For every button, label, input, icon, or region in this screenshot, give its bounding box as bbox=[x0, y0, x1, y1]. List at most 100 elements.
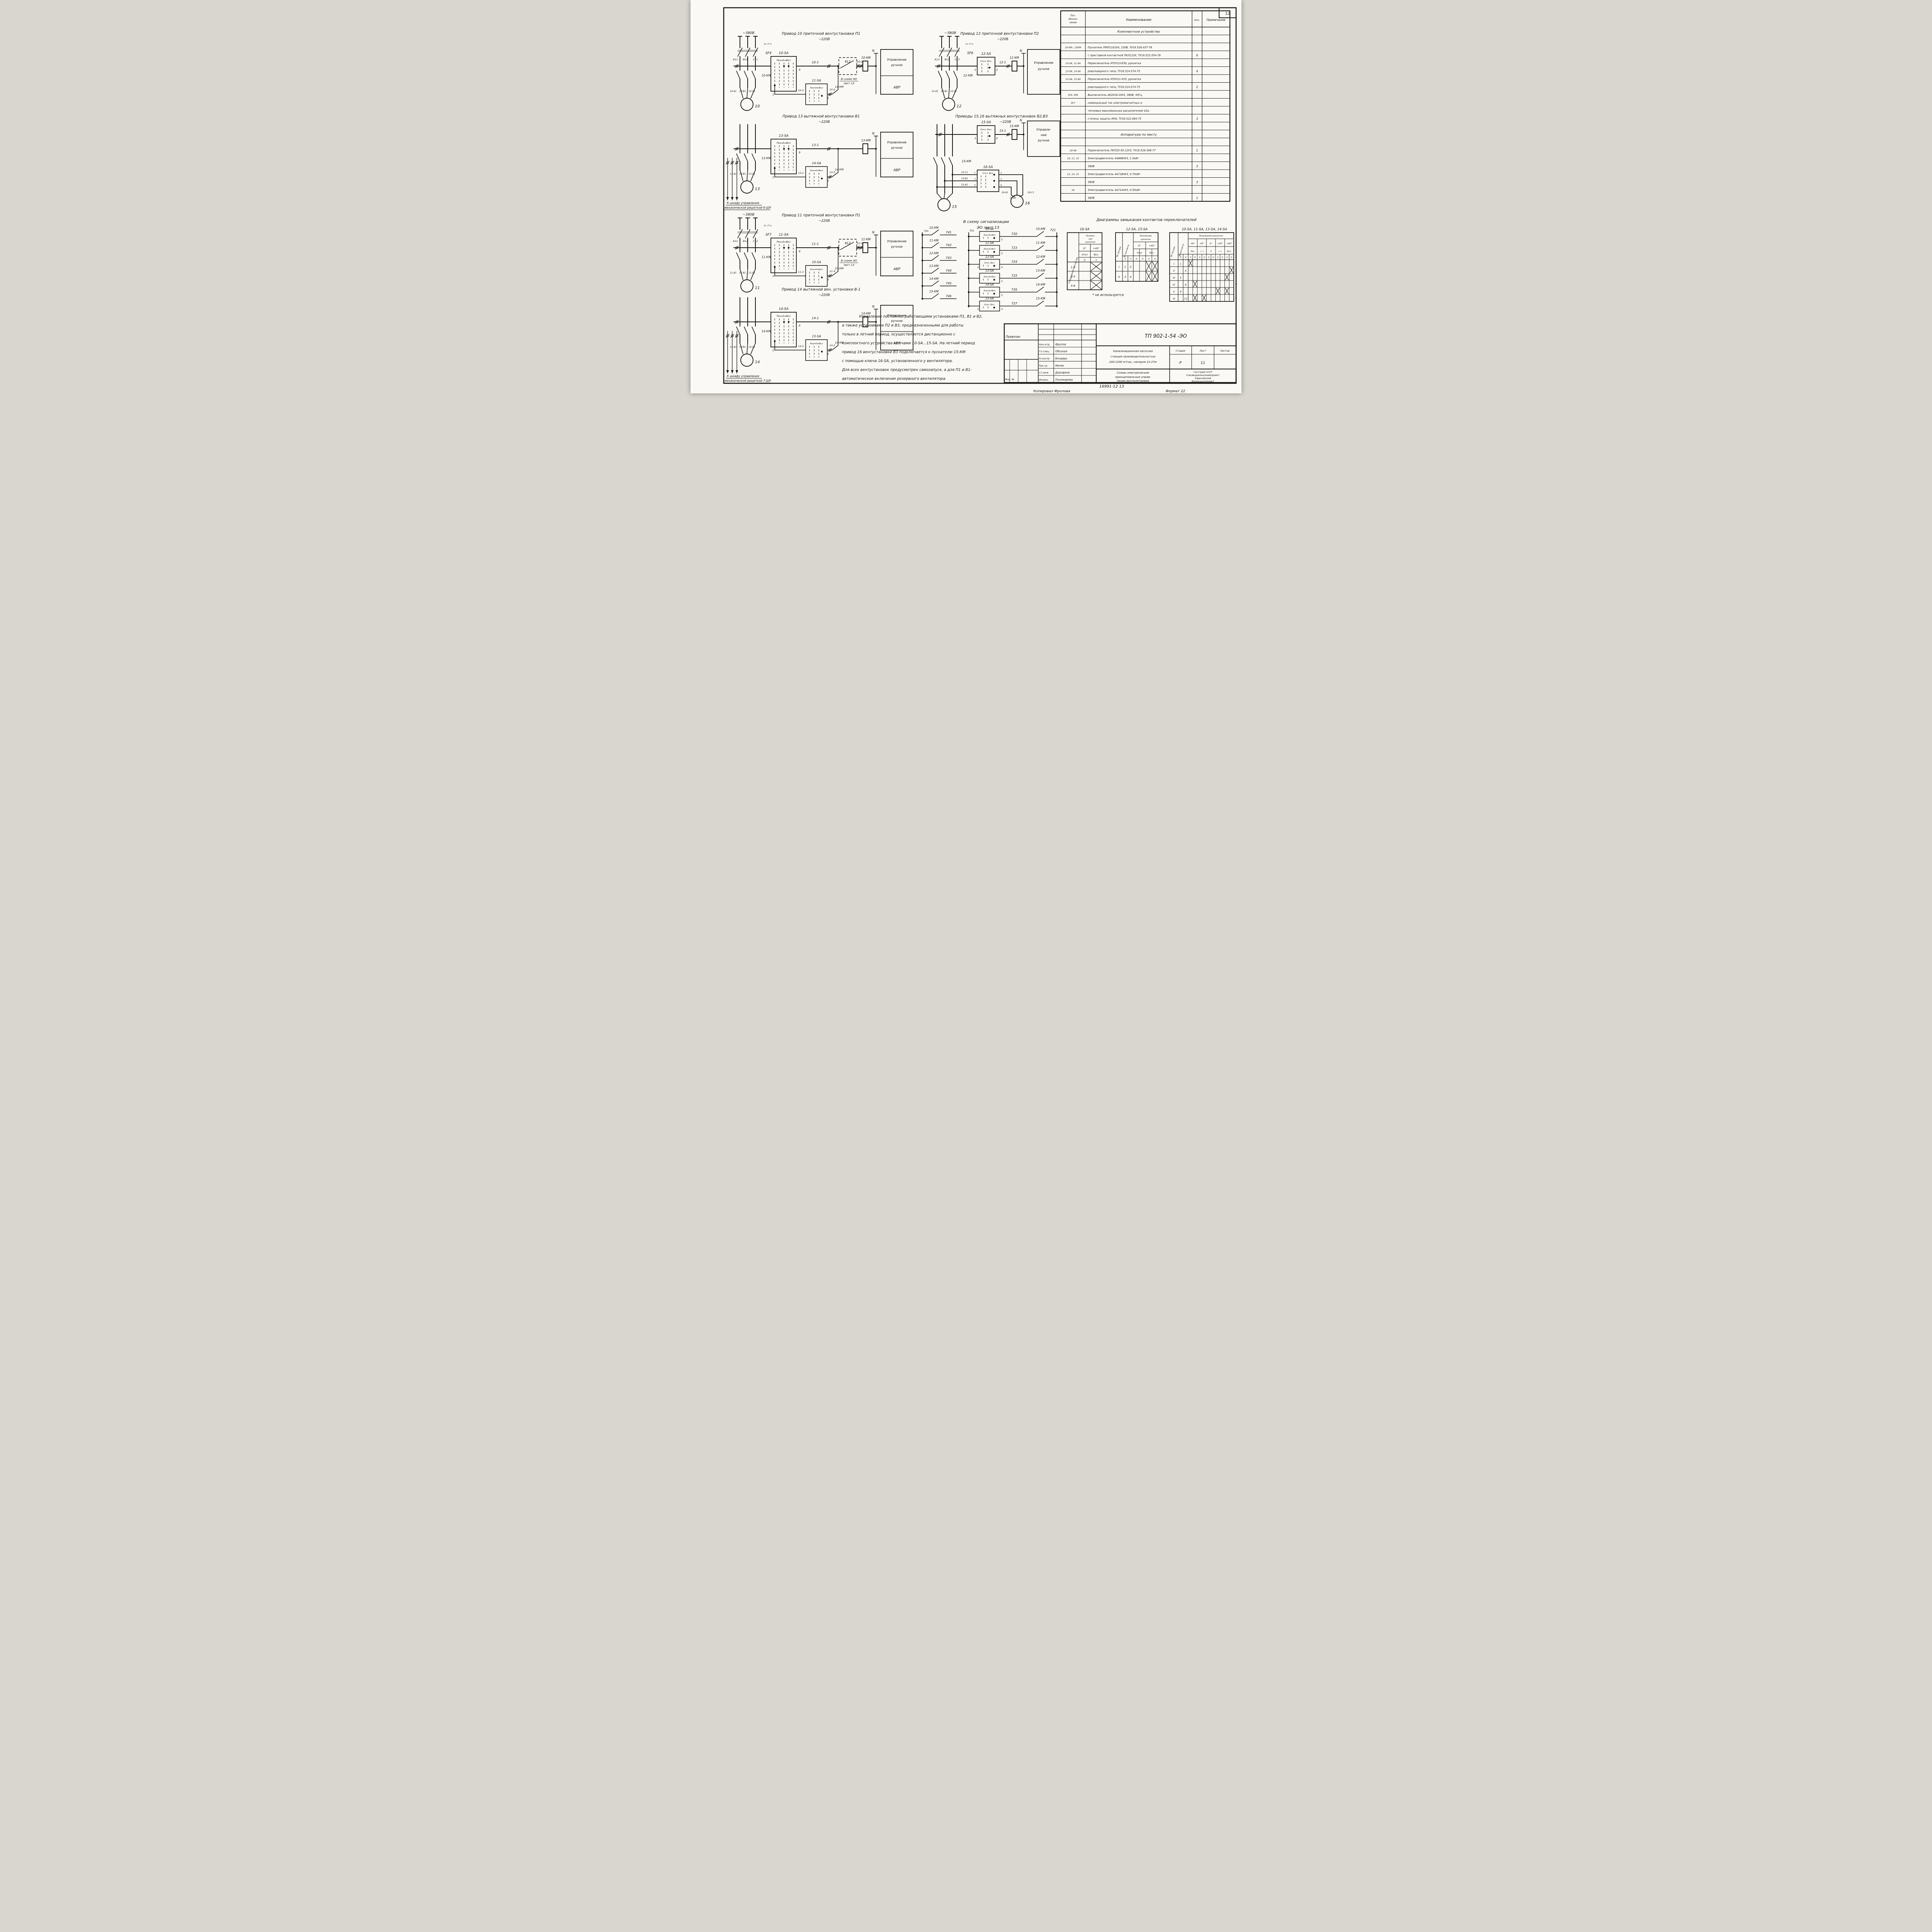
wire-label: 12-В1 bbox=[941, 90, 947, 93]
contact-blade bbox=[752, 153, 756, 162]
reference-note: лист 13 bbox=[843, 82, 854, 85]
destination-note: механической решеткой 6-ШУ bbox=[724, 206, 771, 209]
block-title: Привод 12 приточной вентустановки П2 bbox=[960, 32, 1039, 36]
lead bbox=[750, 87, 756, 99]
breaker-pole bbox=[745, 48, 750, 57]
contact-blade bbox=[941, 157, 945, 166]
paragraph-line: Управление постоянно работающими установ… bbox=[859, 315, 983, 319]
control-mode-box bbox=[880, 231, 913, 276]
wire-break-icon bbox=[828, 175, 832, 179]
phase-label: А12 bbox=[733, 240, 738, 243]
terminal: 2 bbox=[996, 137, 998, 140]
table-title: 16-SA bbox=[1080, 228, 1089, 231]
x-mark-icon bbox=[1146, 271, 1152, 281]
archive-number: 16991-12 13 bbox=[1099, 384, 1124, 389]
terminal: 3 bbox=[974, 178, 976, 180]
switch-box bbox=[979, 301, 1000, 311]
organization: Водоканалпроект bbox=[1192, 380, 1214, 383]
column-header: -45° bbox=[1200, 243, 1204, 245]
junction-dot bbox=[993, 265, 995, 267]
voltage-label: ~380В bbox=[944, 31, 956, 35]
signature-role: Рук.гр. bbox=[1039, 364, 1048, 367]
organization: Госстрой СССР bbox=[1194, 371, 1212, 374]
column-header: ←→ bbox=[1218, 250, 1221, 253]
voltage-label: ~220В bbox=[997, 37, 1008, 41]
part-position: 12-SA, 15-SA bbox=[1065, 78, 1080, 81]
column-header: +45° bbox=[1217, 243, 1223, 245]
switch-modes: Рез↔0↔Вкл bbox=[810, 343, 823, 345]
signature-role: Инжен. bbox=[1039, 378, 1049, 381]
x-mark-icon bbox=[1152, 261, 1158, 271]
part-name: Переключатель УП5311-У25, рукоятка bbox=[1088, 78, 1141, 81]
wire-number: 10-1 bbox=[812, 61, 819, 64]
reference-note: В схеме ЭО bbox=[841, 78, 857, 81]
section-number: VI bbox=[1173, 297, 1175, 300]
wire-number: 746 bbox=[946, 294, 951, 298]
stage-value: Р bbox=[1179, 361, 1182, 365]
column-header: Листов bbox=[1220, 349, 1230, 352]
rotated-header: № секции bbox=[1116, 246, 1122, 258]
wire-number: 14-2 bbox=[798, 345, 804, 348]
column-header: 0 bbox=[1084, 259, 1085, 262]
contact-number: 5 bbox=[1180, 276, 1181, 279]
contactor-label: 12-КМ bbox=[963, 74, 973, 77]
contactor-label: 10-КМ bbox=[929, 226, 939, 230]
lead bbox=[747, 87, 748, 99]
contact-number: 9 bbox=[1180, 290, 1181, 293]
part-position: 10, 11, 12 bbox=[1067, 157, 1079, 160]
wire-break-icon bbox=[735, 64, 739, 68]
column-header: 0 bbox=[1210, 250, 1211, 253]
voltage-label: ~380В bbox=[743, 213, 755, 217]
contact-blade bbox=[1036, 245, 1044, 251]
contact-pair: 5-6 bbox=[1071, 284, 1075, 287]
switch-modes: Рез↔0↔Вкл bbox=[984, 276, 996, 278]
switch-label: 13-SA bbox=[812, 335, 821, 338]
contactor-label: 15-КМ bbox=[929, 290, 939, 293]
part-qty: 1 bbox=[1196, 149, 1198, 152]
lead bbox=[740, 343, 743, 354]
contact-blade bbox=[744, 252, 748, 261]
coil-label: 15-КМ bbox=[1010, 124, 1019, 128]
junction-dot bbox=[774, 266, 776, 268]
part-qty: 3 bbox=[1196, 117, 1198, 121]
contact-number: 12 bbox=[1184, 297, 1187, 300]
part-position: 13-SA, 14-SA bbox=[1065, 70, 1080, 73]
line bbox=[944, 193, 945, 199]
contact-blade bbox=[1036, 259, 1044, 265]
contact-blade bbox=[931, 230, 939, 235]
contactor-label: 14-КМ bbox=[762, 330, 771, 333]
junction-dot bbox=[837, 65, 839, 67]
junction-dot bbox=[1056, 291, 1058, 293]
column-header: рукоятки bbox=[1085, 241, 1095, 243]
destination-note: К шкафу управления bbox=[727, 374, 759, 378]
switch-label: 11-SA bbox=[985, 241, 994, 245]
contact-blade bbox=[832, 345, 838, 350]
terminal: 4 bbox=[827, 179, 829, 182]
block-title: Приводы 15,16 вытяжных вентустановок В2,… bbox=[955, 114, 1048, 119]
column-header: 0° bbox=[1083, 247, 1086, 250]
section-number: II bbox=[1118, 276, 1120, 279]
wire-break-icon bbox=[827, 65, 830, 68]
junction-dot bbox=[993, 279, 995, 281]
line bbox=[941, 87, 945, 99]
mode-label: АВР bbox=[893, 267, 900, 271]
lead bbox=[740, 170, 743, 181]
wire-label: 11-С1 bbox=[748, 272, 755, 274]
organization: Союзводоканалниипроект bbox=[1186, 374, 1220, 377]
contact-diagrams: Диаграммы замыкания контактов переключат… bbox=[1067, 218, 1237, 302]
column-header: Наименование bbox=[1126, 18, 1151, 22]
junction-dot bbox=[774, 340, 776, 342]
column-header: Л bbox=[1226, 257, 1228, 259]
phase-label: С12 bbox=[753, 240, 758, 243]
terminal: 1 bbox=[975, 137, 976, 140]
rotated-header: № контакта bbox=[1179, 243, 1185, 257]
wire-number: 10-4 bbox=[830, 88, 835, 91]
switch-label: 15-SA bbox=[981, 121, 991, 124]
wire-number: 10-2 bbox=[857, 60, 863, 63]
contact-blade bbox=[931, 293, 939, 299]
wire-number: 15-1 bbox=[999, 129, 1006, 133]
thermal-trip-label: I> t°> bbox=[764, 43, 772, 46]
part-position: SF4, SF6 bbox=[1068, 94, 1078, 97]
contact-blade bbox=[931, 281, 939, 286]
